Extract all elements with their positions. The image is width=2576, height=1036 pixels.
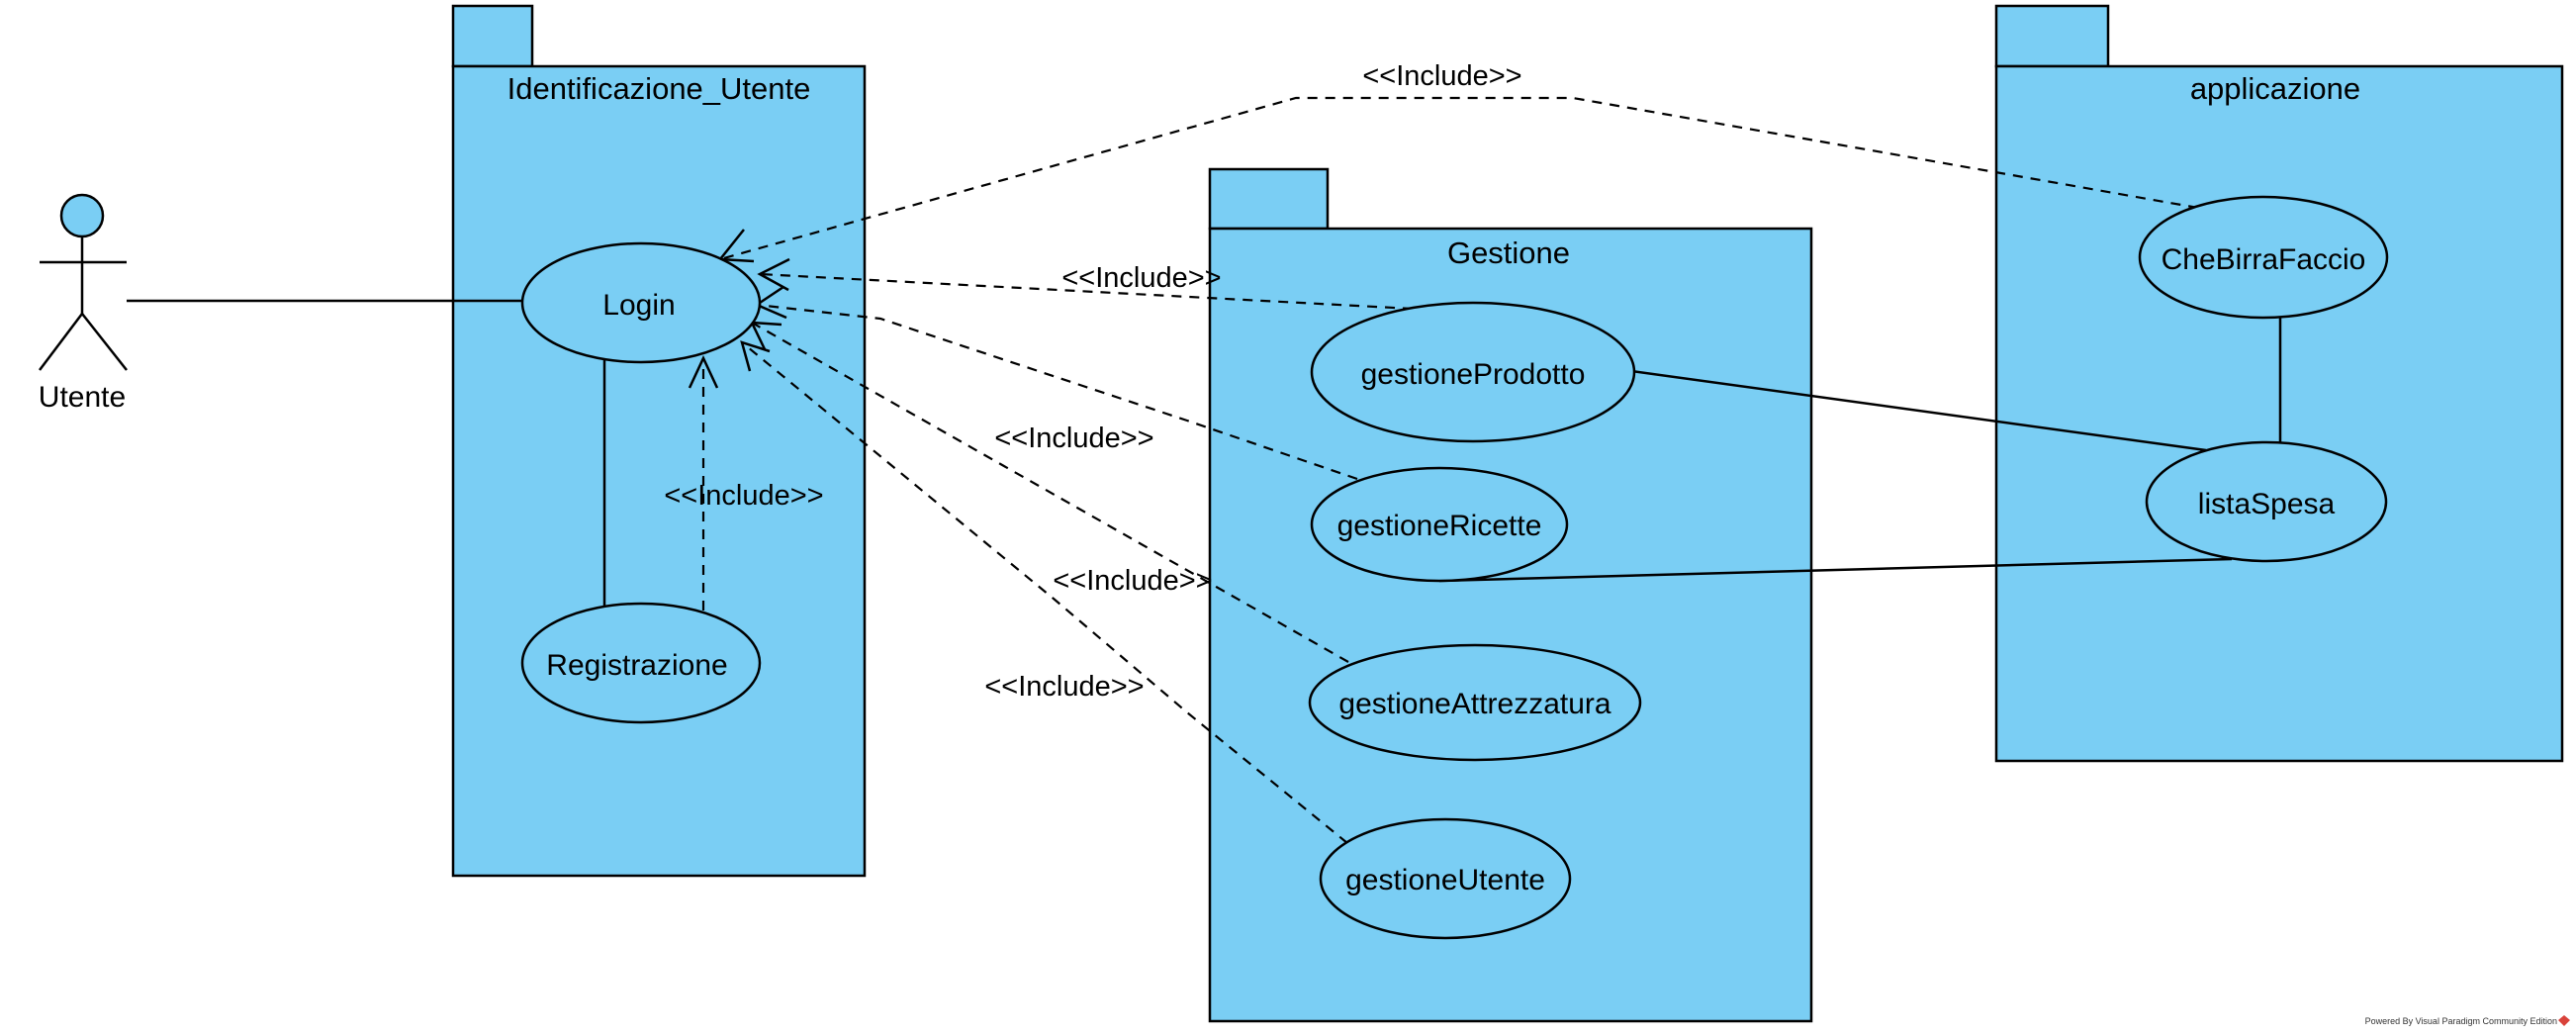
- use-case-ellipse: [1319, 817, 1572, 940]
- actor-name: Utente: [39, 381, 126, 414]
- use-case-label: gestioneAttrezzatura: [1338, 688, 1610, 720]
- use-case-label: gestioneRicette: [1337, 510, 1542, 542]
- package-title: applicazione: [2190, 71, 2360, 106]
- package-tab: [1994, 4, 2110, 68]
- use-case-gestione-prodotto[interactable]: gestioneProdotto: [1310, 301, 1636, 443]
- use-case-label: gestioneUtente: [1345, 864, 1545, 896]
- package-tab: [1208, 167, 1330, 231]
- package-title: Identificazione_Utente: [507, 71, 811, 106]
- arrowhead: [740, 340, 771, 372]
- vp-logo-icon: [2558, 1015, 2570, 1026]
- use-case-ellipse: [1308, 643, 1642, 762]
- include-gestioneprodotto-login[interactable]: [757, 257, 1414, 311]
- package-identificazione-utente[interactable]: Identificazione_Utente: [451, 4, 867, 878]
- use-case-ellipse: [2145, 440, 2388, 563]
- use-case-gestione-ricette[interactable]: gestioneRicette: [1310, 466, 1569, 583]
- use-case-ellipse: [2138, 195, 2389, 320]
- use-case-login[interactable]: Login: [520, 241, 762, 364]
- actor-left-leg: [39, 313, 83, 371]
- include-label-gestioneattrezzatura: <<Include>>: [1053, 565, 1212, 597]
- use-case-label: listaSpesa: [2198, 488, 2336, 520]
- actor-utente[interactable]: Utente: [39, 193, 128, 414]
- package-title: Gestione: [1447, 235, 1570, 270]
- use-case-label: Login: [602, 289, 675, 322]
- footer-text: Powered By Visual Paradigm Community Edi…: [2365, 1016, 2557, 1026]
- include-label-gestioneprodotto: <<Include>>: [1061, 262, 1221, 294]
- actor-right-leg: [81, 313, 128, 371]
- actor-head: [59, 193, 105, 238]
- use-case-lista-spesa[interactable]: listaSpesa: [2145, 440, 2388, 563]
- use-case-ellipse: [1310, 466, 1569, 583]
- arrowhead: [757, 257, 790, 292]
- use-case-gestione-attrezzatura[interactable]: gestioneAttrezzatura: [1308, 643, 1642, 762]
- include-label-registrazione: <<Include>>: [664, 480, 823, 512]
- include-label-gestionericette: <<Include>>: [994, 423, 1153, 454]
- dependency-line: [719, 96, 2199, 261]
- use-case-ellipse: [520, 602, 762, 724]
- use-case-che-birra-faccio[interactable]: CheBirraFaccio: [2138, 195, 2389, 320]
- package-body: [451, 64, 867, 878]
- dependency-line: [751, 322, 1349, 663]
- use-case-registrazione[interactable]: Registrazione: [520, 602, 762, 724]
- association-gestionericette-listaspesa[interactable]: [1438, 557, 2233, 583]
- association-gestioneprodotto-listaspesa[interactable]: [1630, 369, 2207, 452]
- footer-watermark: Powered By Visual Paradigm Community Edi…: [2365, 1015, 2570, 1026]
- include-label-chebirrafaccio: <<Include>>: [1362, 60, 1521, 92]
- use-case-label: gestioneProdotto: [1361, 358, 1586, 391]
- include-gestioneutente-login[interactable]: [740, 340, 1348, 844]
- use-case-label: CheBirraFaccio: [2162, 243, 2366, 276]
- use-case-ellipse: [1310, 301, 1636, 443]
- include-registrazione-login[interactable]: [688, 355, 719, 611]
- package-tab: [451, 4, 534, 68]
- arrowhead: [688, 355, 719, 389]
- use-case-label: Registrazione: [546, 649, 727, 682]
- dependency-line: [741, 341, 1348, 844]
- use-case-ellipse: [520, 241, 762, 364]
- use-case-gestione-utente[interactable]: gestioneUtente: [1319, 817, 1572, 940]
- dependency-line: [759, 272, 1414, 311]
- include-label-gestioneutente: <<Include>>: [984, 671, 1144, 703]
- dependency-line: [756, 303, 1358, 481]
